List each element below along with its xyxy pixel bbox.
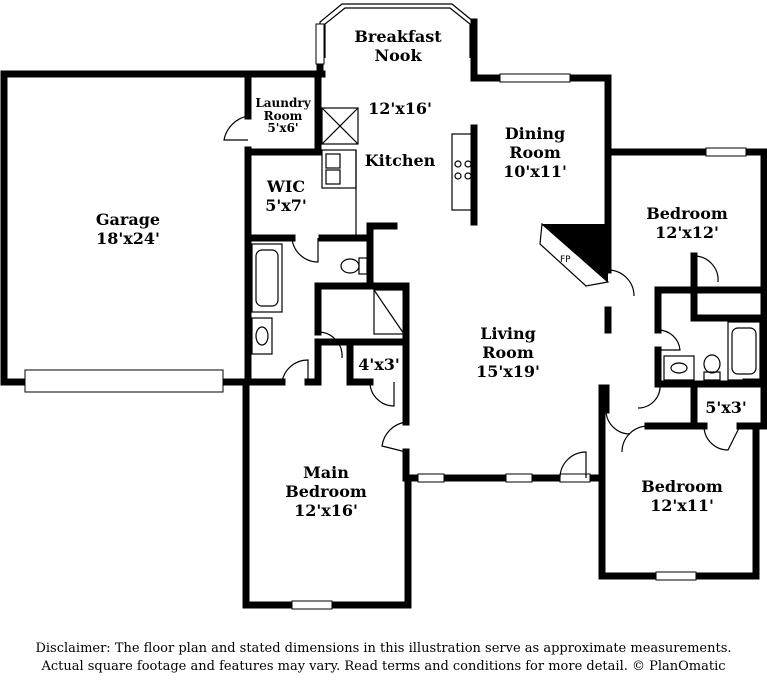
fixtures (251, 107, 761, 381)
garage-size: 18'x24' (96, 229, 160, 248)
main-bedroom-name-2: Bedroom (285, 482, 367, 501)
disclaimer-line-1: Disclaimer: The floor plan and stated di… (35, 641, 732, 656)
breakfast-name-2: Nook (374, 46, 422, 65)
wic-name: WIC (266, 177, 305, 196)
bedroom-ne-name: Bedroom (646, 204, 728, 223)
bedroom-se-name: Bedroom (641, 477, 723, 496)
main-bedroom-size: 12'x16' (294, 501, 358, 520)
disclaimer-line-2: Actual square footage and features may v… (41, 659, 726, 674)
kitchen-name: Kitchen (365, 151, 436, 170)
laundry-name-2: Room (264, 109, 303, 123)
doors (223, 115, 741, 479)
living-name: Living (480, 324, 536, 343)
room-labels: Garage 18'x24' Breakfast Nook 12'x16' La… (96, 27, 747, 520)
breakfast-name: Breakfast (354, 27, 442, 46)
breakfast-size: 12'x16' (368, 99, 432, 118)
closet-5x3-size: 5'x3' (705, 398, 747, 417)
bedroom-se-size: 12'x11' (650, 496, 714, 515)
closet-4x3-size: 4'x3' (358, 355, 400, 374)
wic-size: 5'x7' (265, 196, 307, 215)
dining-name-2: Room (509, 143, 561, 162)
garage-name: Garage (96, 210, 160, 229)
laundry-name: Laundry (255, 96, 311, 110)
living-name-2: Room (482, 343, 534, 362)
living-size: 15'x19' (476, 362, 540, 381)
laundry-size: 5'x6' (267, 121, 298, 135)
windows (24, 23, 747, 610)
fireplace-label: FP (560, 255, 571, 265)
dining-size: 10'x11' (503, 162, 567, 181)
bedroom-ne-size: 12'x12' (655, 223, 719, 242)
dining-name: Dining (505, 124, 565, 143)
main-bedroom-name: Main (303, 463, 349, 482)
